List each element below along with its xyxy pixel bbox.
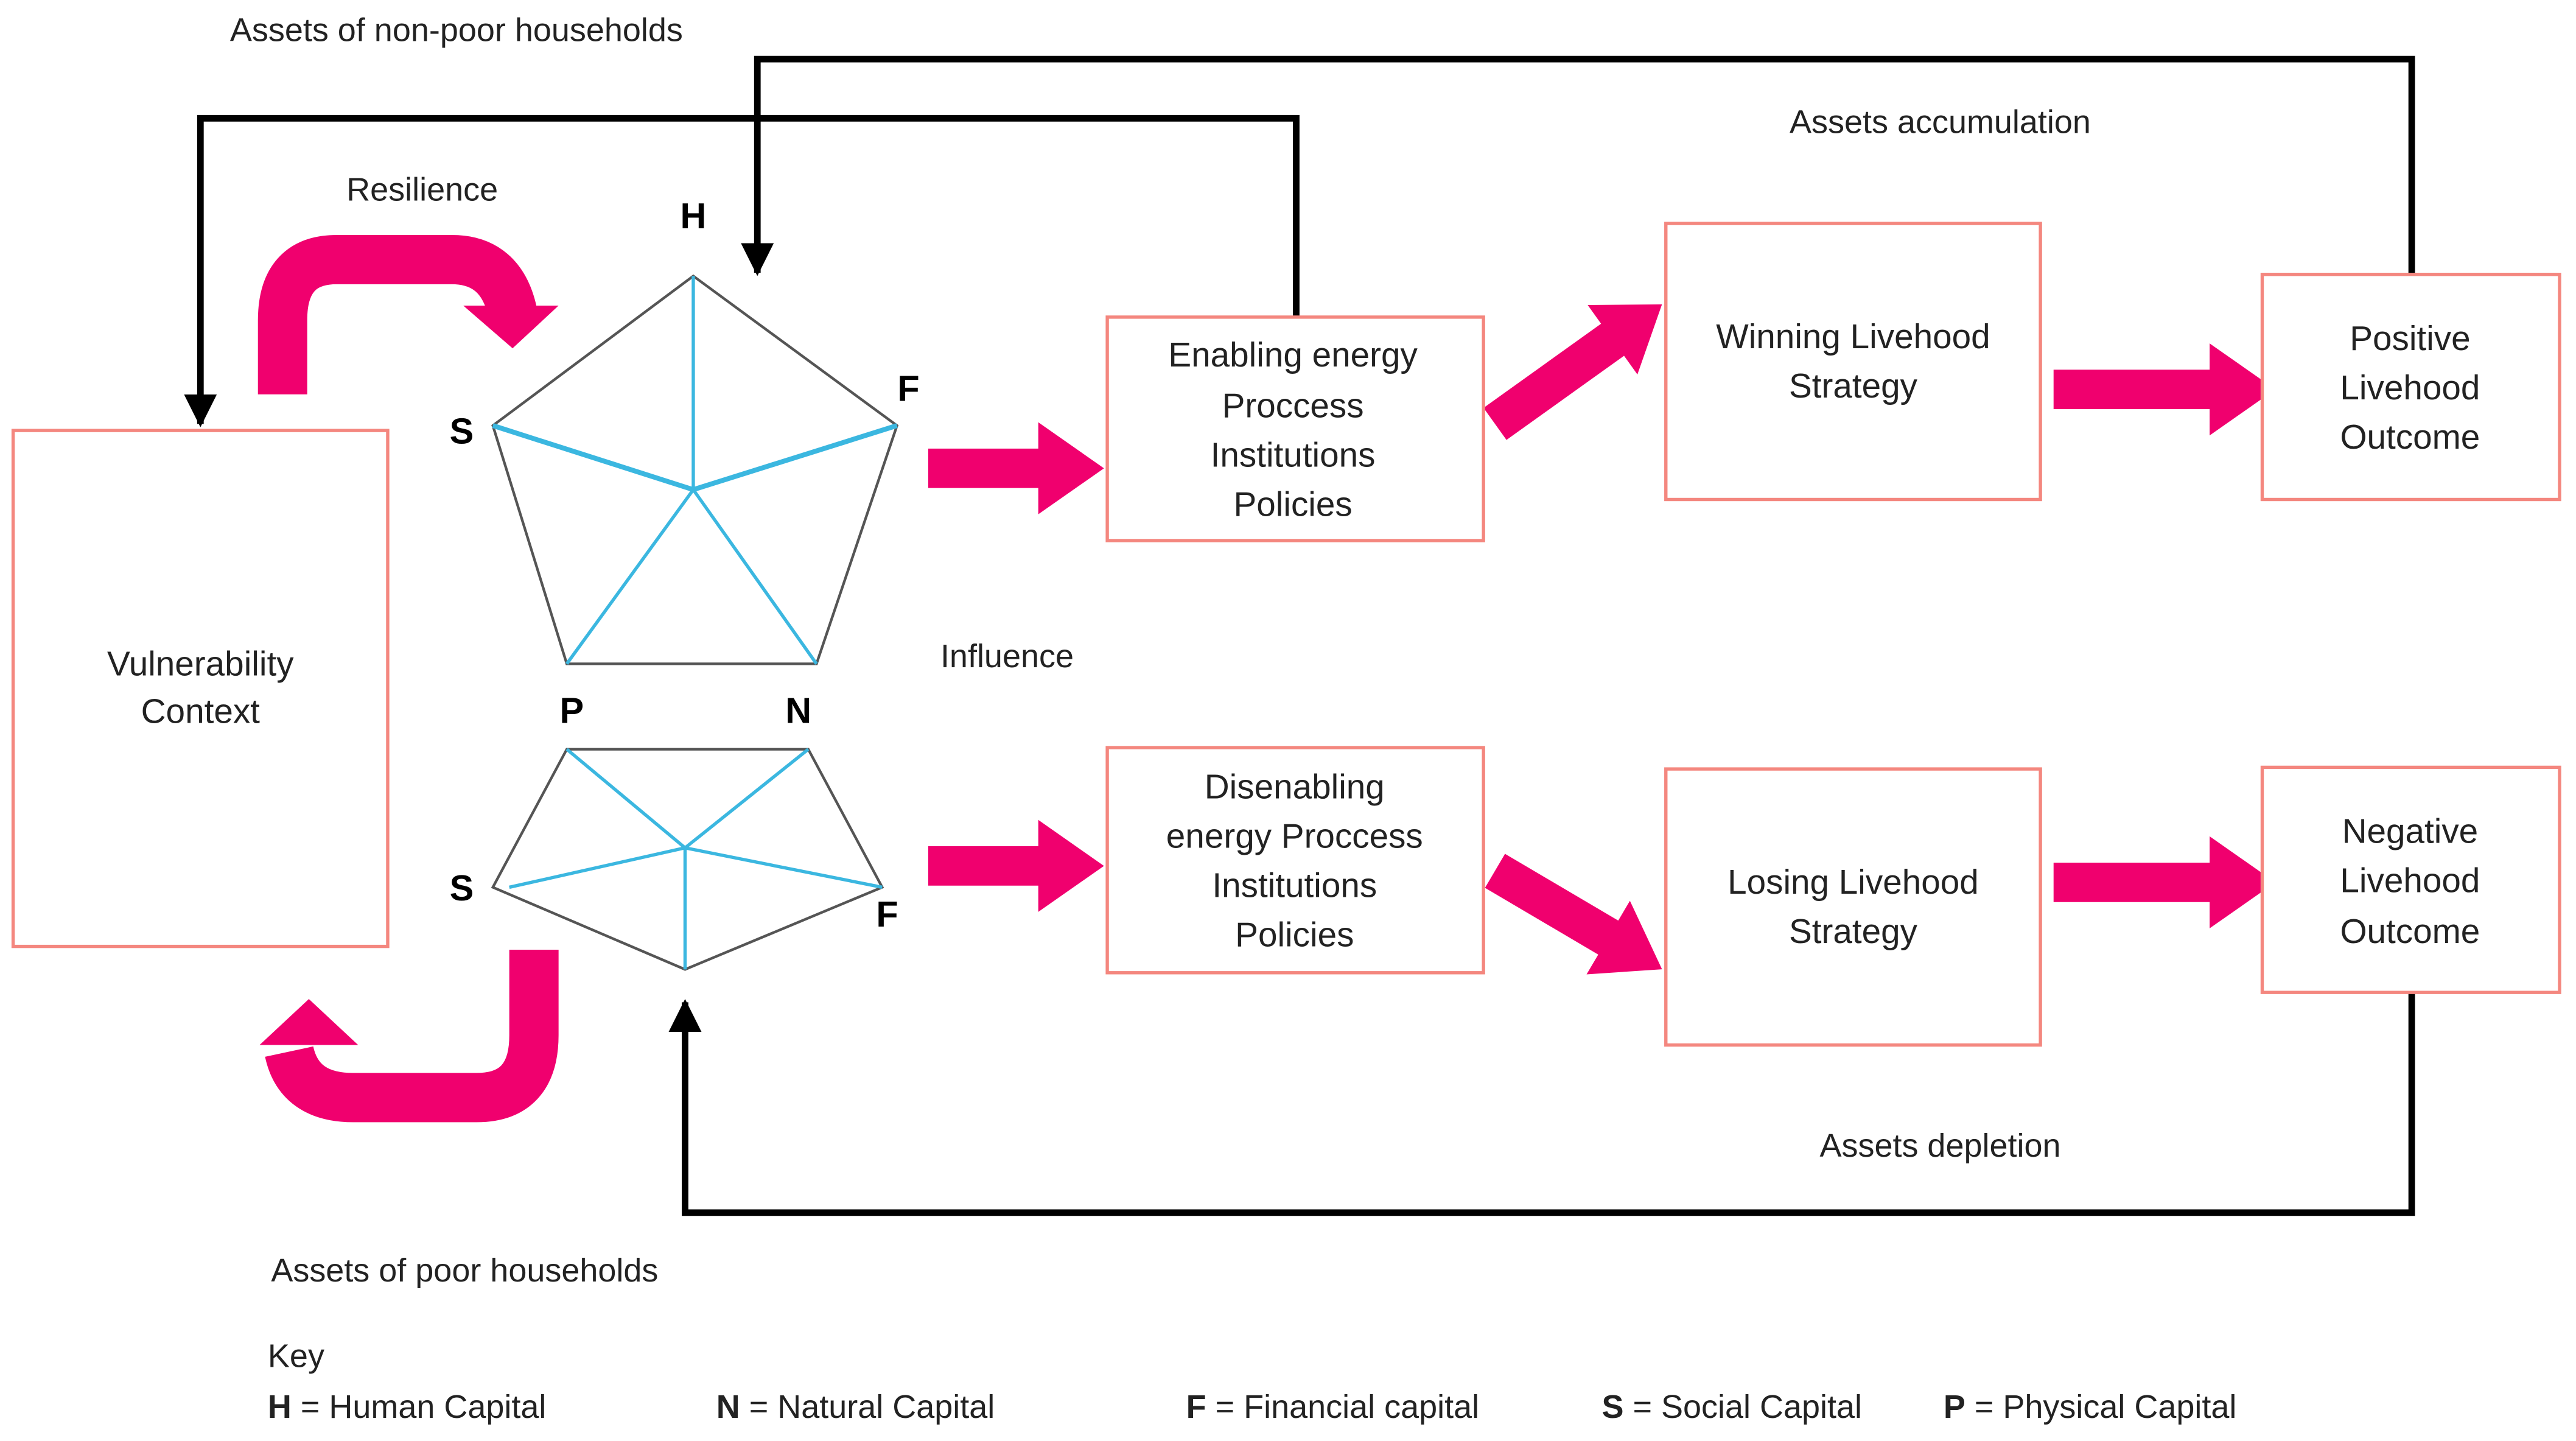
assets-depletion-connector: [668, 992, 2415, 1216]
positive-text: Outcome: [2340, 418, 2480, 457]
enabling-box: [1105, 315, 1485, 542]
key-item-financial: F = Financial capital: [1186, 1389, 1479, 1425]
enabling-text: Policies: [1233, 485, 1352, 524]
resilience-label: Resilience: [346, 171, 498, 208]
winning-strategy-box: [1664, 222, 2042, 502]
enabling-text: Proccess: [1222, 387, 1364, 426]
assets-depletion-label: Assets depletion: [1819, 1127, 2060, 1164]
non-poor-assets-connector: [184, 114, 1300, 427]
resilience-arrowhead-top: [463, 306, 559, 349]
disenabling-text: energy Proccess: [1166, 818, 1423, 856]
key-item-natural: N = Natural Capital: [716, 1389, 995, 1425]
asset-pentagon-poor: [491, 748, 884, 971]
enabling-to-winning-arrow: [1483, 304, 1662, 440]
non-poor-assets-label: Assets of non-poor households: [230, 12, 683, 48]
assets-accumulation-label: Assets accumulation: [1790, 104, 2091, 141]
assets-accumulation-connector: [741, 55, 2415, 276]
key-item-social: S = Social Capital: [1602, 1389, 1862, 1425]
influence-label: Influence: [940, 638, 1074, 675]
losing-strategy-box: [1664, 767, 2042, 1047]
influence-arrow-bottom: [928, 819, 1104, 912]
pentagon-label-n: N: [785, 690, 811, 731]
positive-text: Positive: [2350, 320, 2470, 358]
poor-assets-label: Assets of poor households: [271, 1252, 658, 1289]
pentagon-label-f-bottom: F: [876, 894, 898, 934]
disenabling-box: [1105, 746, 1485, 975]
losing-text: Strategy: [1789, 913, 1918, 951]
negative-outcome-box: [2260, 765, 2561, 994]
enabling-text: Institutions: [1211, 437, 1376, 475]
resilience-curved-arrow-bottom: [265, 950, 559, 1123]
key-item-human: H = Human Capital: [268, 1389, 546, 1425]
resilience-arrowhead-bottom: [259, 998, 359, 1045]
resilience-curved-arrow-top: [257, 234, 537, 394]
vulnerability-text: Vulnerability: [107, 645, 294, 683]
pentagon-label-h: H: [681, 195, 707, 236]
pentagon-label-f: F: [897, 368, 919, 409]
influence-arrow-top: [928, 422, 1104, 514]
enabling-text: Enabling energy: [1168, 336, 1418, 374]
negative-text: Negative: [2342, 813, 2479, 851]
negative-text: Livehood: [2340, 862, 2480, 900]
key-title: Key: [268, 1338, 324, 1375]
positive-outcome-box: [2260, 273, 2561, 502]
disenabling-text: Institutions: [1212, 867, 1377, 905]
asset-pentagon-non-poor: [491, 274, 899, 665]
positive-text: Livehood: [2340, 369, 2480, 407]
disenabling-text: Disenabling: [1205, 768, 1385, 807]
winning-text: Strategy: [1789, 367, 1918, 405]
key-item-physical: P = Physical Capital: [1944, 1389, 2236, 1425]
negative-text: Outcome: [2340, 913, 2480, 951]
pentagon-label-s: S: [450, 411, 474, 452]
pentagon-label-p: P: [559, 690, 584, 731]
disenabling-text: Policies: [1235, 916, 1354, 955]
losing-to-negative-arrow: [2053, 836, 2276, 928]
winning-to-positive-arrow: [2053, 343, 2276, 436]
winning-text: Winning Livehood: [1716, 318, 1990, 356]
disenabling-to-losing-arrow: [1485, 854, 1662, 975]
vulnerability-context-box: [11, 429, 390, 948]
vulnerability-text: Context: [141, 693, 261, 731]
pentagon-label-s-bottom: S: [450, 868, 474, 908]
losing-text: Losing Livehood: [1727, 863, 1979, 902]
